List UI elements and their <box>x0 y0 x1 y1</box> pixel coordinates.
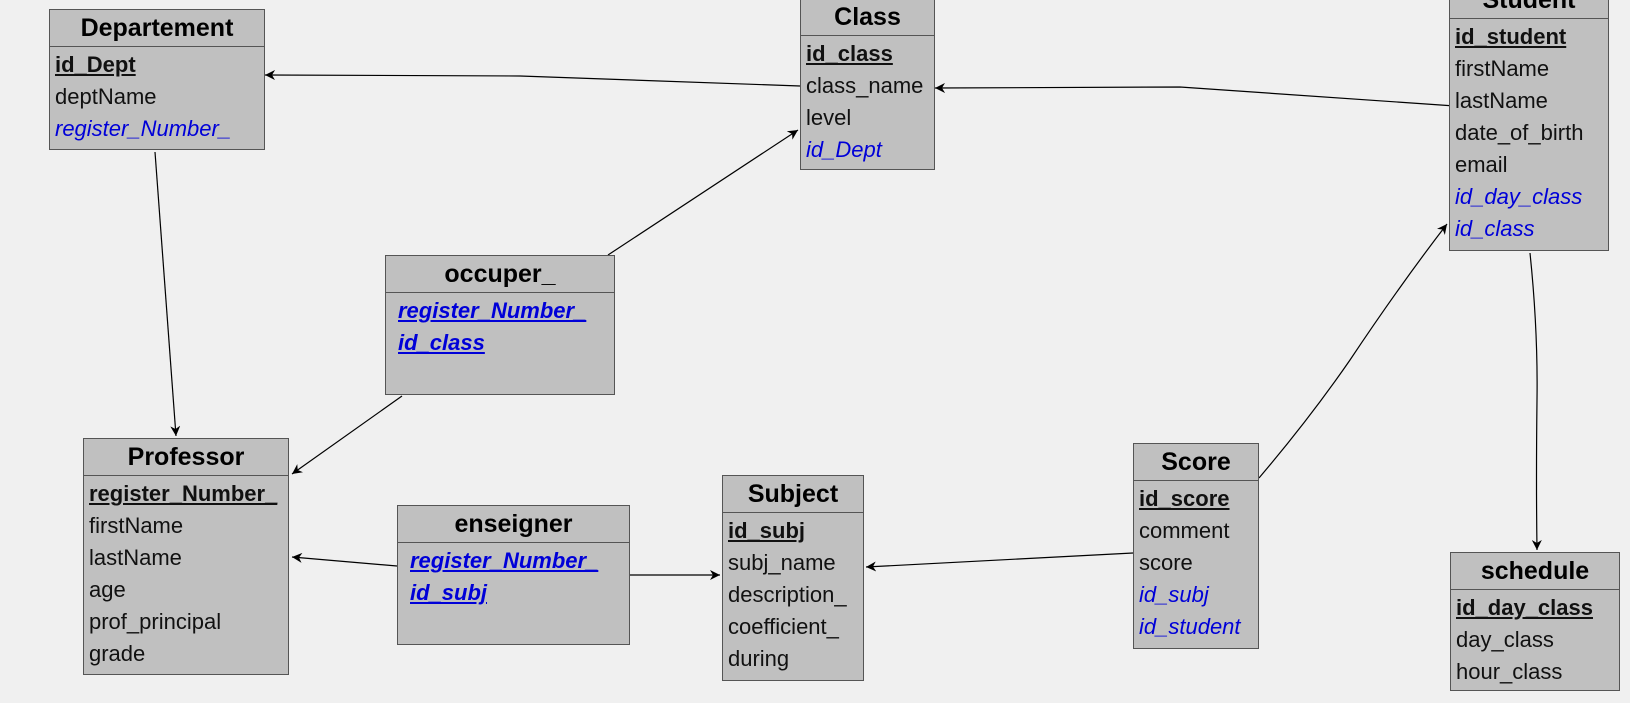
link-departement-to-professor <box>154 151 181 437</box>
field-id-class: id_class <box>398 330 485 355</box>
field-coefficient: coefficient_ <box>728 614 839 639</box>
field-class-name: class_name <box>806 73 924 98</box>
field-score: score <box>1139 550 1193 575</box>
link-student-to-class <box>934 82 1456 107</box>
entity-title: Subject <box>723 476 863 513</box>
field-id-class: id_class <box>1455 216 1535 241</box>
field-register-number: register_Number_ <box>89 481 278 506</box>
entity-score[interactable]: Score id_score comment score id_subj id_… <box>1133 443 1259 649</box>
field-id-student: id_student <box>1455 24 1567 49</box>
field-register-number: register_Number_ <box>410 548 599 573</box>
field-register-number: register_Number_ <box>398 298 587 323</box>
field-first-name: firstName <box>1455 56 1550 81</box>
entity-schedule[interactable]: schedule id_day_class day_class hour_cla… <box>1450 552 1620 691</box>
field-id-score: id_score <box>1139 486 1230 511</box>
entity-title: Score <box>1134 444 1258 481</box>
entity-occuper[interactable]: occuper_ register_Number_ id_class <box>385 255 615 395</box>
entity-class[interactable]: Class id_class class_name level id_Dept <box>800 0 935 170</box>
field-last-name: lastName <box>89 545 182 570</box>
field-last-name: lastName <box>1455 88 1548 113</box>
field-email: email <box>1455 152 1508 177</box>
entity-title: enseigner <box>398 506 629 543</box>
entity-enseigner[interactable]: enseigner register_Number_ id_subj <box>397 505 630 645</box>
field-id-day-class: id_day_class <box>1455 184 1583 209</box>
field-dept-name: deptName <box>55 84 157 109</box>
field-register-number: register_Number_ <box>55 116 232 141</box>
link-score-to-subject <box>865 552 1134 572</box>
field-id-subj: id_subj <box>410 580 488 605</box>
field-id-dept: id_Dept <box>55 52 136 77</box>
entity-professor[interactable]: Professor register_Number_ firstName las… <box>83 438 289 675</box>
link-occuper-to-professor <box>291 395 403 475</box>
entity-title: Class <box>801 0 934 36</box>
field-subj-name: subj_name <box>728 550 836 575</box>
field-id-dept: id_Dept <box>806 137 882 162</box>
link-occuper-to-class <box>607 129 799 256</box>
link-student-to-schedule <box>1529 252 1542 551</box>
entity-title: occuper_ <box>386 256 614 293</box>
field-date-of-birth: date_of_birth <box>1455 120 1584 145</box>
entity-title: Student <box>1450 0 1608 19</box>
field-id-subj: id_subj <box>728 518 806 543</box>
entity-title: Departement <box>50 10 264 47</box>
entity-student[interactable]: Student id_student firstName lastName da… <box>1449 0 1609 251</box>
entity-title: schedule <box>1451 553 1619 590</box>
field-grade: grade <box>89 641 146 666</box>
field-comment: comment <box>1139 518 1230 543</box>
field-hour-class: hour_class <box>1456 659 1563 684</box>
entity-subject[interactable]: Subject id_subj subj_name description_ c… <box>722 475 864 681</box>
field-prof-principal: prof_principal <box>89 609 222 634</box>
field-id-day-class: id_day_class <box>1456 595 1593 620</box>
entity-departement[interactable]: Departement id_Dept deptName register_Nu… <box>49 9 265 150</box>
field-id-class: id_class <box>806 41 893 66</box>
link-score-to-student <box>1258 223 1448 479</box>
link-enseigner-to-professor <box>291 552 398 567</box>
link-class-to-departement <box>264 70 801 87</box>
field-id-subj: id_subj <box>1139 582 1209 607</box>
field-age: age <box>89 577 126 602</box>
field-during: during <box>728 646 790 671</box>
field-description: description_ <box>728 582 847 607</box>
entity-title: Professor <box>84 439 288 476</box>
field-first-name: firstName <box>89 513 184 538</box>
field-day-class: day_class <box>1456 627 1554 652</box>
field-id-student: id_student <box>1139 614 1241 639</box>
field-level: level <box>806 105 852 130</box>
